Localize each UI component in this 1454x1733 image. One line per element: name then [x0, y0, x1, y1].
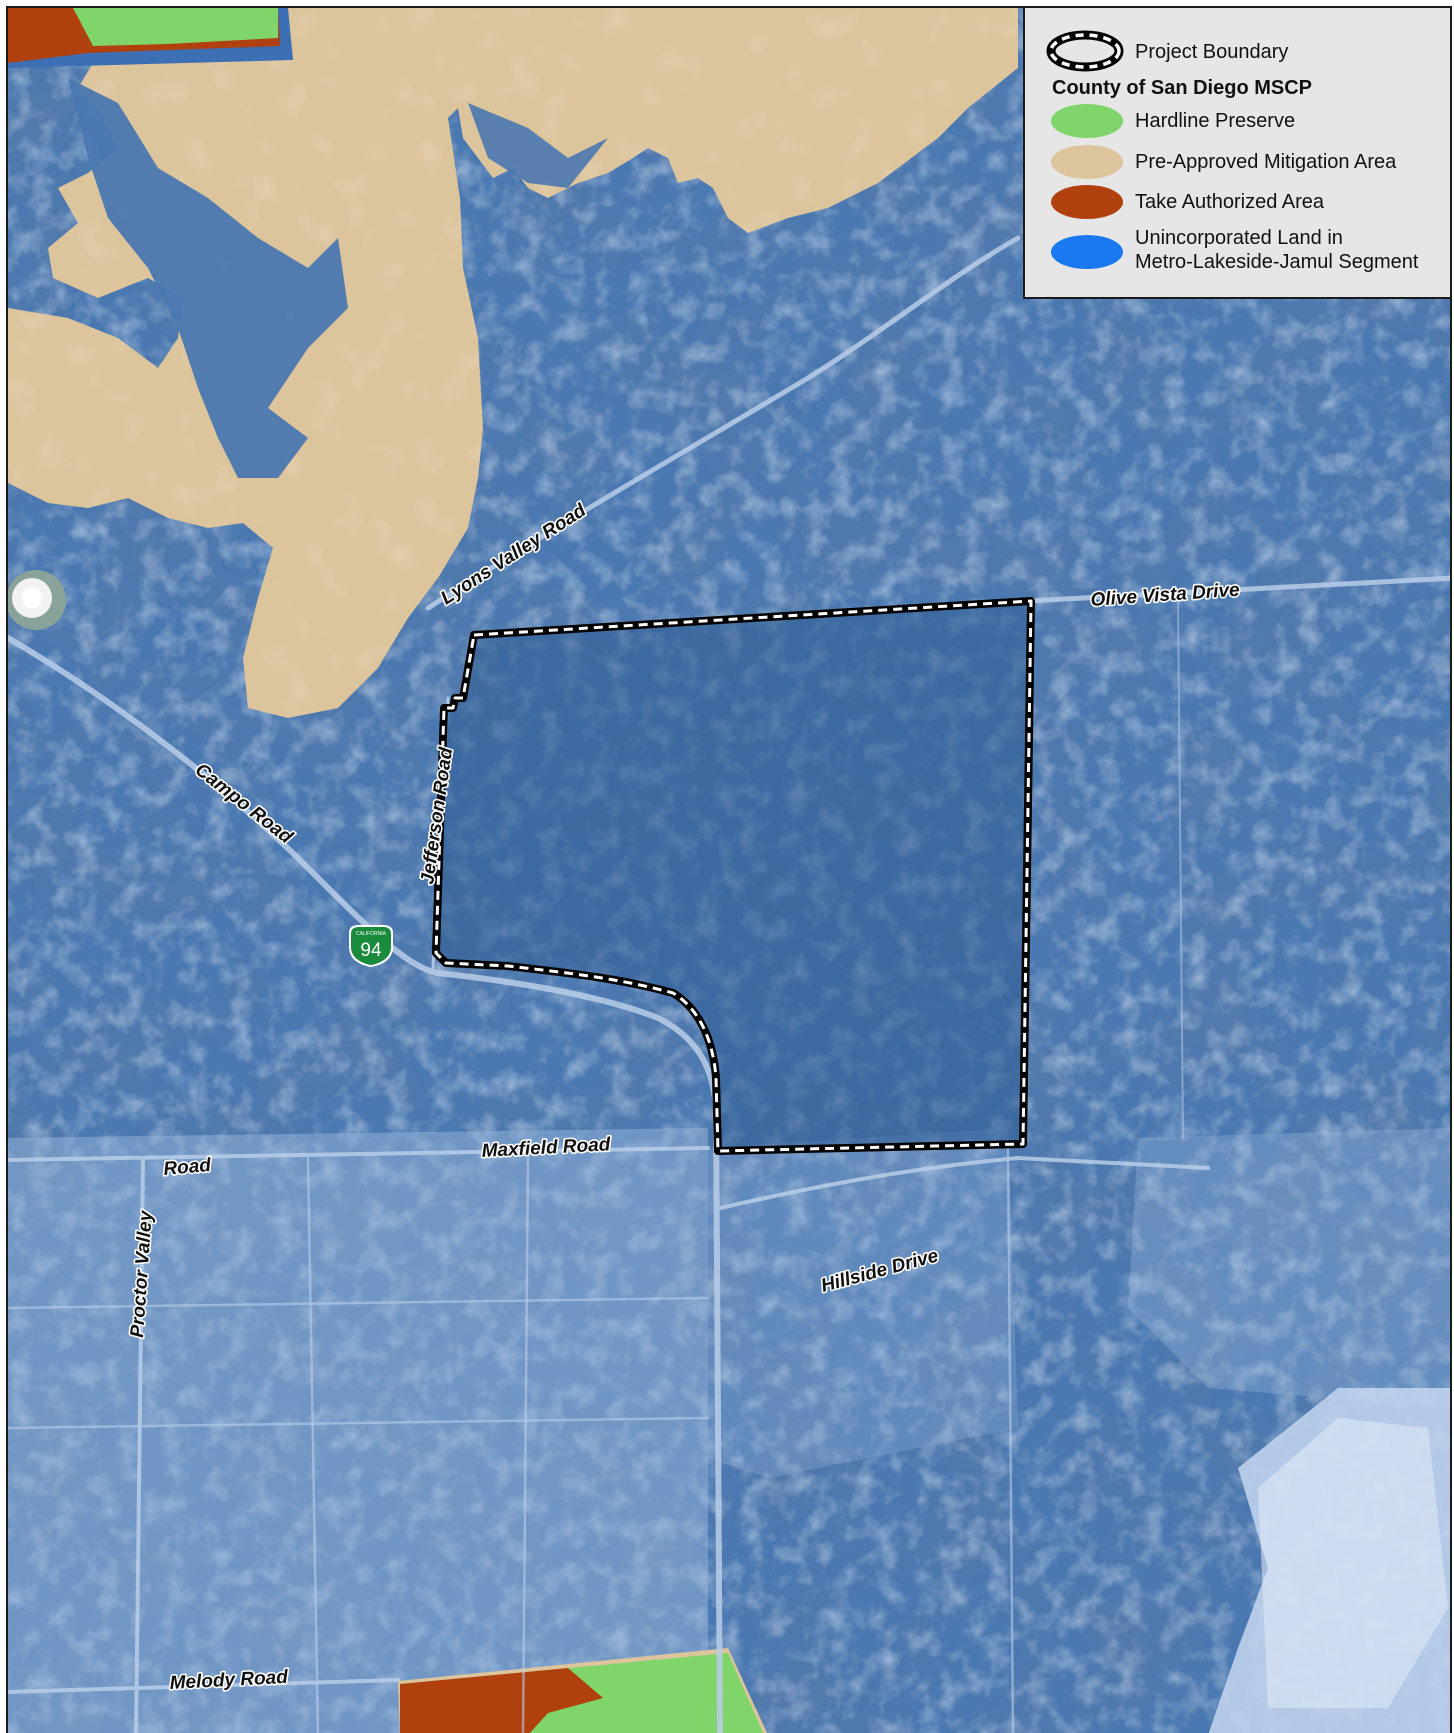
road-minor-5 [1006, 1146, 1015, 1733]
legend-label-unincorporated-land-line2: Metro-Lakeside-Jamul Segment [1135, 251, 1419, 273]
map-legend: Project Boundary County of San Diego MSC… [1023, 8, 1450, 299]
road-minor-2 [8, 1416, 710, 1430]
road-proctor-valley [134, 1156, 145, 1733]
quarry-feature [8, 570, 66, 630]
road-minor-6 [1177, 597, 1184, 1139]
bright-field-texture [1258, 1418, 1448, 1708]
mitigation-area-swatch [1051, 145, 1123, 179]
road-olive-vista [1025, 575, 1450, 604]
hardline-preserve-north [8, 8, 293, 68]
light-developed-areas [8, 1128, 1450, 1733]
road-minor-3 [306, 1156, 320, 1733]
road-minor-1 [8, 1296, 710, 1310]
unincorporated-land-swatch [1051, 235, 1123, 269]
legend-label-hardline-preserve: Hardline Preserve [1135, 110, 1296, 132]
road-lyons-valley [425, 235, 1021, 611]
highway-shield-number: 94 [360, 940, 382, 961]
hardline-preserve-south [398, 1648, 768, 1733]
highway-shield-fill [351, 927, 391, 965]
legend-label-project-boundary: Project Boundary [1135, 41, 1289, 63]
project-boundary [432, 597, 1035, 1155]
label-melody-road: Melody Road [169, 1667, 289, 1694]
map-frame: Lyons Valley Road Olive Vista Drive Camp… [6, 6, 1452, 1733]
road-network [8, 235, 1450, 1733]
project-boundary-symbol [1046, 30, 1124, 72]
legend-heading: County of San Diego MSCP [1052, 77, 1312, 99]
highway-shield-state: CALIFORNIA [356, 931, 387, 937]
road-melody [8, 1678, 400, 1694]
road-hillside [718, 1155, 1210, 1210]
take-authorized-swatch [1051, 185, 1123, 219]
legend-label-mitigation-area: Pre-Approved Mitigation Area [1135, 151, 1397, 173]
highway-94-shield: CALIFORNIA 94 [349, 925, 393, 967]
label-proctor-valley-road: Road [163, 1155, 213, 1180]
road-campo [8, 635, 723, 1733]
road-minor-4 [521, 1156, 530, 1733]
legend-label-unincorporated-land-line1: Unincorporated Land in [1135, 227, 1343, 249]
road-maxfield [8, 1146, 710, 1162]
hardline-preserve-swatch [1051, 104, 1123, 138]
legend-label-take-authorized: Take Authorized Area [1135, 191, 1325, 213]
